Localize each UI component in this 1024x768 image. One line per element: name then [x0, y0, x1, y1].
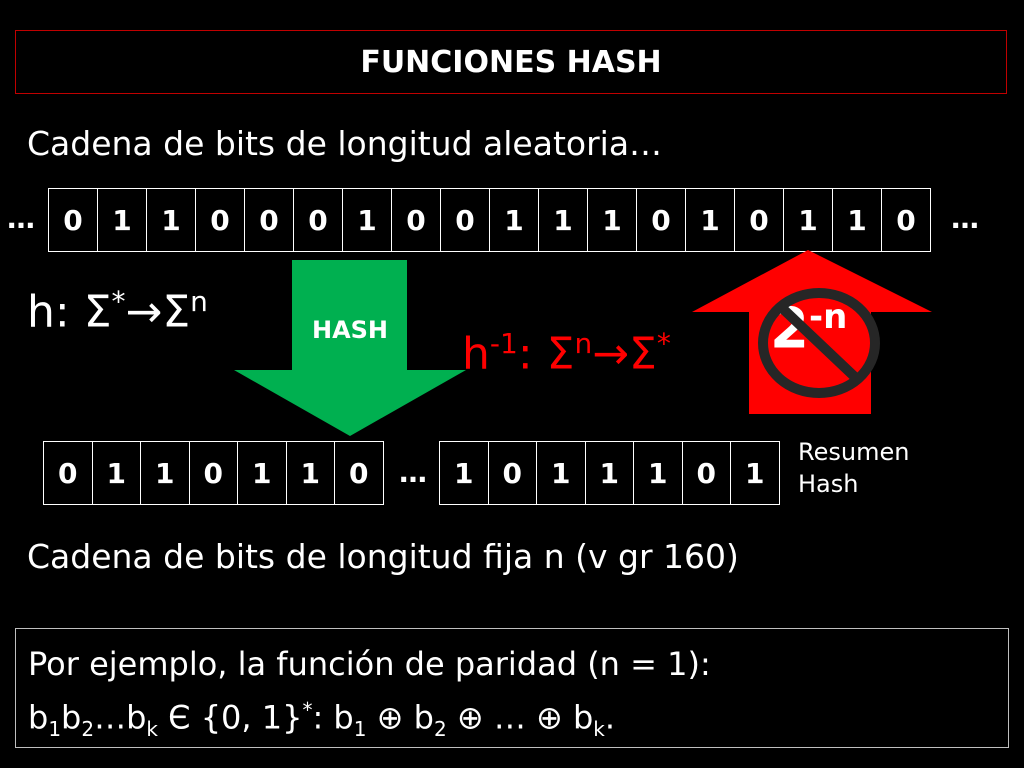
- hash-left-bit-cell: 0: [188, 441, 238, 505]
- random-bit-cell: 1: [685, 188, 735, 252]
- ex-star: *: [302, 698, 313, 722]
- example-box: Por ejemplo, la función de paridad (n = …: [15, 628, 1009, 748]
- formula-h-prefix: h: Σ: [27, 286, 112, 338]
- inverse-function-formula: h-1: Σn→Σ*: [462, 330, 671, 377]
- random-bit-cell: 1: [489, 188, 539, 252]
- resumen-hash-label: Resumen Hash: [798, 436, 909, 500]
- hash-left-bit-cell: 1: [91, 441, 141, 505]
- down-arrow-icon: [234, 260, 466, 436]
- random-bit-cell: 1: [832, 188, 882, 252]
- example-line1: Por ejemplo, la función de paridad (n = …: [28, 645, 711, 683]
- ex-set: Є {0, 1}: [158, 698, 303, 737]
- inv-colon: : Σ: [517, 328, 575, 380]
- ex-subkb: k: [593, 717, 605, 742]
- hash-left-bit-cell: 0: [334, 441, 384, 505]
- hash-right-bit-cell: 1: [730, 441, 780, 505]
- random-bit-cell: 1: [587, 188, 637, 252]
- ex-sub2: 2: [81, 717, 95, 742]
- random-bit-cell: 1: [783, 188, 833, 252]
- random-bit-cell: 0: [881, 188, 931, 252]
- random-bit-cell: 1: [97, 188, 147, 252]
- ex-xor1: ⊕: [366, 698, 414, 737]
- ex-xor2: ⊕: [446, 698, 494, 737]
- inv-arrow: →Σ: [592, 328, 657, 380]
- inv-exp: -1: [489, 327, 518, 360]
- resumen-line2: Hash: [798, 470, 859, 498]
- ellipsis-middle: …: [399, 456, 427, 489]
- ex-sub1b: 1: [353, 717, 367, 742]
- inv-star: *: [656, 327, 671, 360]
- random-length-caption: Cadena de bits de longitud aleatoria…: [27, 124, 663, 163]
- formula-h-arrow: →Σ: [125, 286, 191, 338]
- ex-end: .: [604, 698, 616, 737]
- resumen-line1: Resumen: [798, 438, 910, 466]
- fixed-length-caption: Cadena de bits de longitud fija n (v gr …: [27, 537, 739, 576]
- hash-right-bit-cell: 1: [536, 441, 586, 505]
- random-bit-cell: 1: [538, 188, 588, 252]
- ex-bkb: b: [572, 698, 594, 737]
- hash-left-bit-cell: 0: [43, 441, 93, 505]
- hash-left-bit-cell: 1: [140, 441, 190, 505]
- random-bit-cell: 1: [342, 188, 392, 252]
- ex-b2b: b: [413, 698, 434, 737]
- random-bit-cell: 0: [293, 188, 343, 252]
- random-bit-cell: 0: [391, 188, 441, 252]
- page-title: FUNCIONES HASH: [360, 44, 662, 80]
- random-bit-cell: 0: [440, 188, 490, 252]
- ex-dots2: …: [493, 698, 526, 737]
- ellipsis-left: …: [7, 202, 35, 235]
- random-bit-cell: 0: [636, 188, 686, 252]
- example-line2: b1b2…bk Є {0, 1}*: b1 ⊕ b2 ⊕ … ⊕ bk.: [28, 687, 996, 752]
- hash-label: HASH: [311, 316, 389, 344]
- forbidden-exp: -n: [808, 297, 848, 337]
- ex-sub2b: 2: [433, 717, 447, 742]
- formula-h-n: n: [190, 285, 208, 318]
- random-bit-cell: 0: [244, 188, 294, 252]
- hash-right-bit-cell: 1: [633, 441, 683, 505]
- ex-b2: b: [61, 698, 82, 737]
- ex-b1: b: [28, 698, 49, 737]
- random-bit-cell: 0: [195, 188, 245, 252]
- hash-function-formula: h: Σ*→Σn: [27, 288, 208, 335]
- hash-right-bit-cell: 1: [439, 441, 489, 505]
- title-box: FUNCIONES HASH: [15, 30, 1007, 94]
- ellipsis-right: …: [951, 202, 979, 235]
- ex-colon-b: : b: [312, 698, 354, 737]
- hash-right-bit-cell: 1: [584, 441, 634, 505]
- hash-left-bit-cell: 1: [237, 441, 287, 505]
- ex-bk: b: [126, 698, 147, 737]
- hash-left-bit-cell: 1: [285, 441, 335, 505]
- inv-n: n: [574, 327, 593, 360]
- hash-right-bit-cell: 0: [487, 441, 537, 505]
- random-bit-cell: 0: [734, 188, 784, 252]
- ex-sub1: 1: [48, 717, 62, 742]
- hash-right-bit-cell: 0: [681, 441, 731, 505]
- ex-dots1: …: [94, 698, 127, 737]
- inv-h: h: [462, 328, 490, 380]
- formula-h-star: *: [111, 285, 126, 318]
- random-bit-cell: 0: [48, 188, 98, 252]
- ex-xor3: ⊕: [525, 698, 573, 737]
- ex-subk: k: [146, 717, 158, 742]
- random-bit-cell: 1: [146, 188, 196, 252]
- prohibited-icon: [758, 288, 880, 398]
